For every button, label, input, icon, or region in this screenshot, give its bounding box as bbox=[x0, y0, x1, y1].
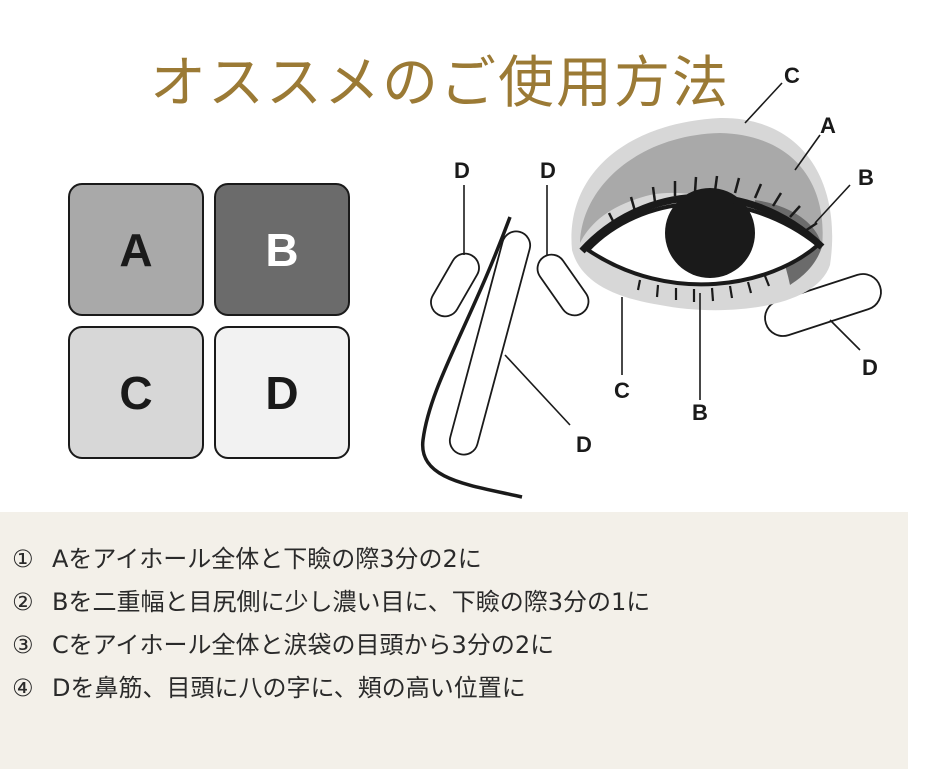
instruction-step: ② Bを二重幅と目尻側に少し濃い目に、下瞼の際3分の1に bbox=[12, 581, 908, 624]
instruction-step: ④ Dを鼻筋、目頭に八の字に、頬の高い位置に bbox=[12, 667, 908, 710]
label-cheek-d: D bbox=[862, 355, 878, 380]
page-title: オススメのご使用方法 bbox=[150, 51, 730, 116]
step-text: Bを二重幅と目尻側に少し濃い目に、下瞼の際3分の1に bbox=[52, 588, 651, 616]
nose-bridge-highlight bbox=[448, 230, 532, 456]
upper-lashes bbox=[607, 175, 818, 233]
leader-lines bbox=[463, 82, 861, 426]
label-eye-b-right: B bbox=[858, 165, 874, 190]
step-number: ① bbox=[12, 545, 34, 573]
label-nose-d-left: D bbox=[454, 158, 470, 183]
step-number: ④ bbox=[12, 674, 34, 702]
nose-outline bbox=[421, 216, 523, 499]
iris bbox=[665, 188, 755, 278]
label-eye-a: A bbox=[820, 113, 836, 138]
label-nose-d-inner: D bbox=[540, 158, 556, 183]
step-number: ② bbox=[12, 588, 34, 616]
swatch-b: B bbox=[214, 183, 350, 316]
eyeshadow-palette: A B C D bbox=[68, 183, 353, 463]
instruction-step: ③ Cをアイホール全体と涙袋の目頭から3分の2に bbox=[12, 624, 908, 667]
label-eye-c-top: C bbox=[784, 63, 800, 88]
label-nose-d-bottom: D bbox=[576, 432, 592, 457]
nose-highlight-inner bbox=[536, 253, 590, 317]
step-text: Aをアイホール全体と下瞼の際3分の2に bbox=[52, 545, 482, 573]
nose-highlight-left bbox=[430, 252, 480, 318]
upper-eyelid bbox=[579, 193, 825, 254]
label-eye-c-bottom: C bbox=[614, 378, 630, 403]
cheek-highlight bbox=[764, 273, 882, 337]
swatch-a: A bbox=[68, 183, 204, 316]
swatch-c: C bbox=[68, 326, 204, 459]
instructions-panel: ① Aをアイホール全体と下瞼の際3分の2に ② Bを二重幅と目尻側に少し濃い目に、下… bbox=[0, 512, 908, 769]
step-text: Cをアイホール全体と涙袋の目頭から3分の2に bbox=[52, 631, 555, 659]
swatch-d: D bbox=[214, 326, 350, 459]
lower-lashes bbox=[636, 275, 771, 302]
application-diagram: D D D C A B C B D bbox=[421, 63, 882, 499]
label-eye-b-bottom: B bbox=[692, 400, 708, 425]
step-number: ③ bbox=[12, 631, 34, 659]
instruction-step: ① Aをアイホール全体と下瞼の際3分の2に bbox=[12, 538, 908, 581]
step-text: Dを鼻筋、目頭に八の字に、頬の高い位置に bbox=[52, 674, 526, 702]
